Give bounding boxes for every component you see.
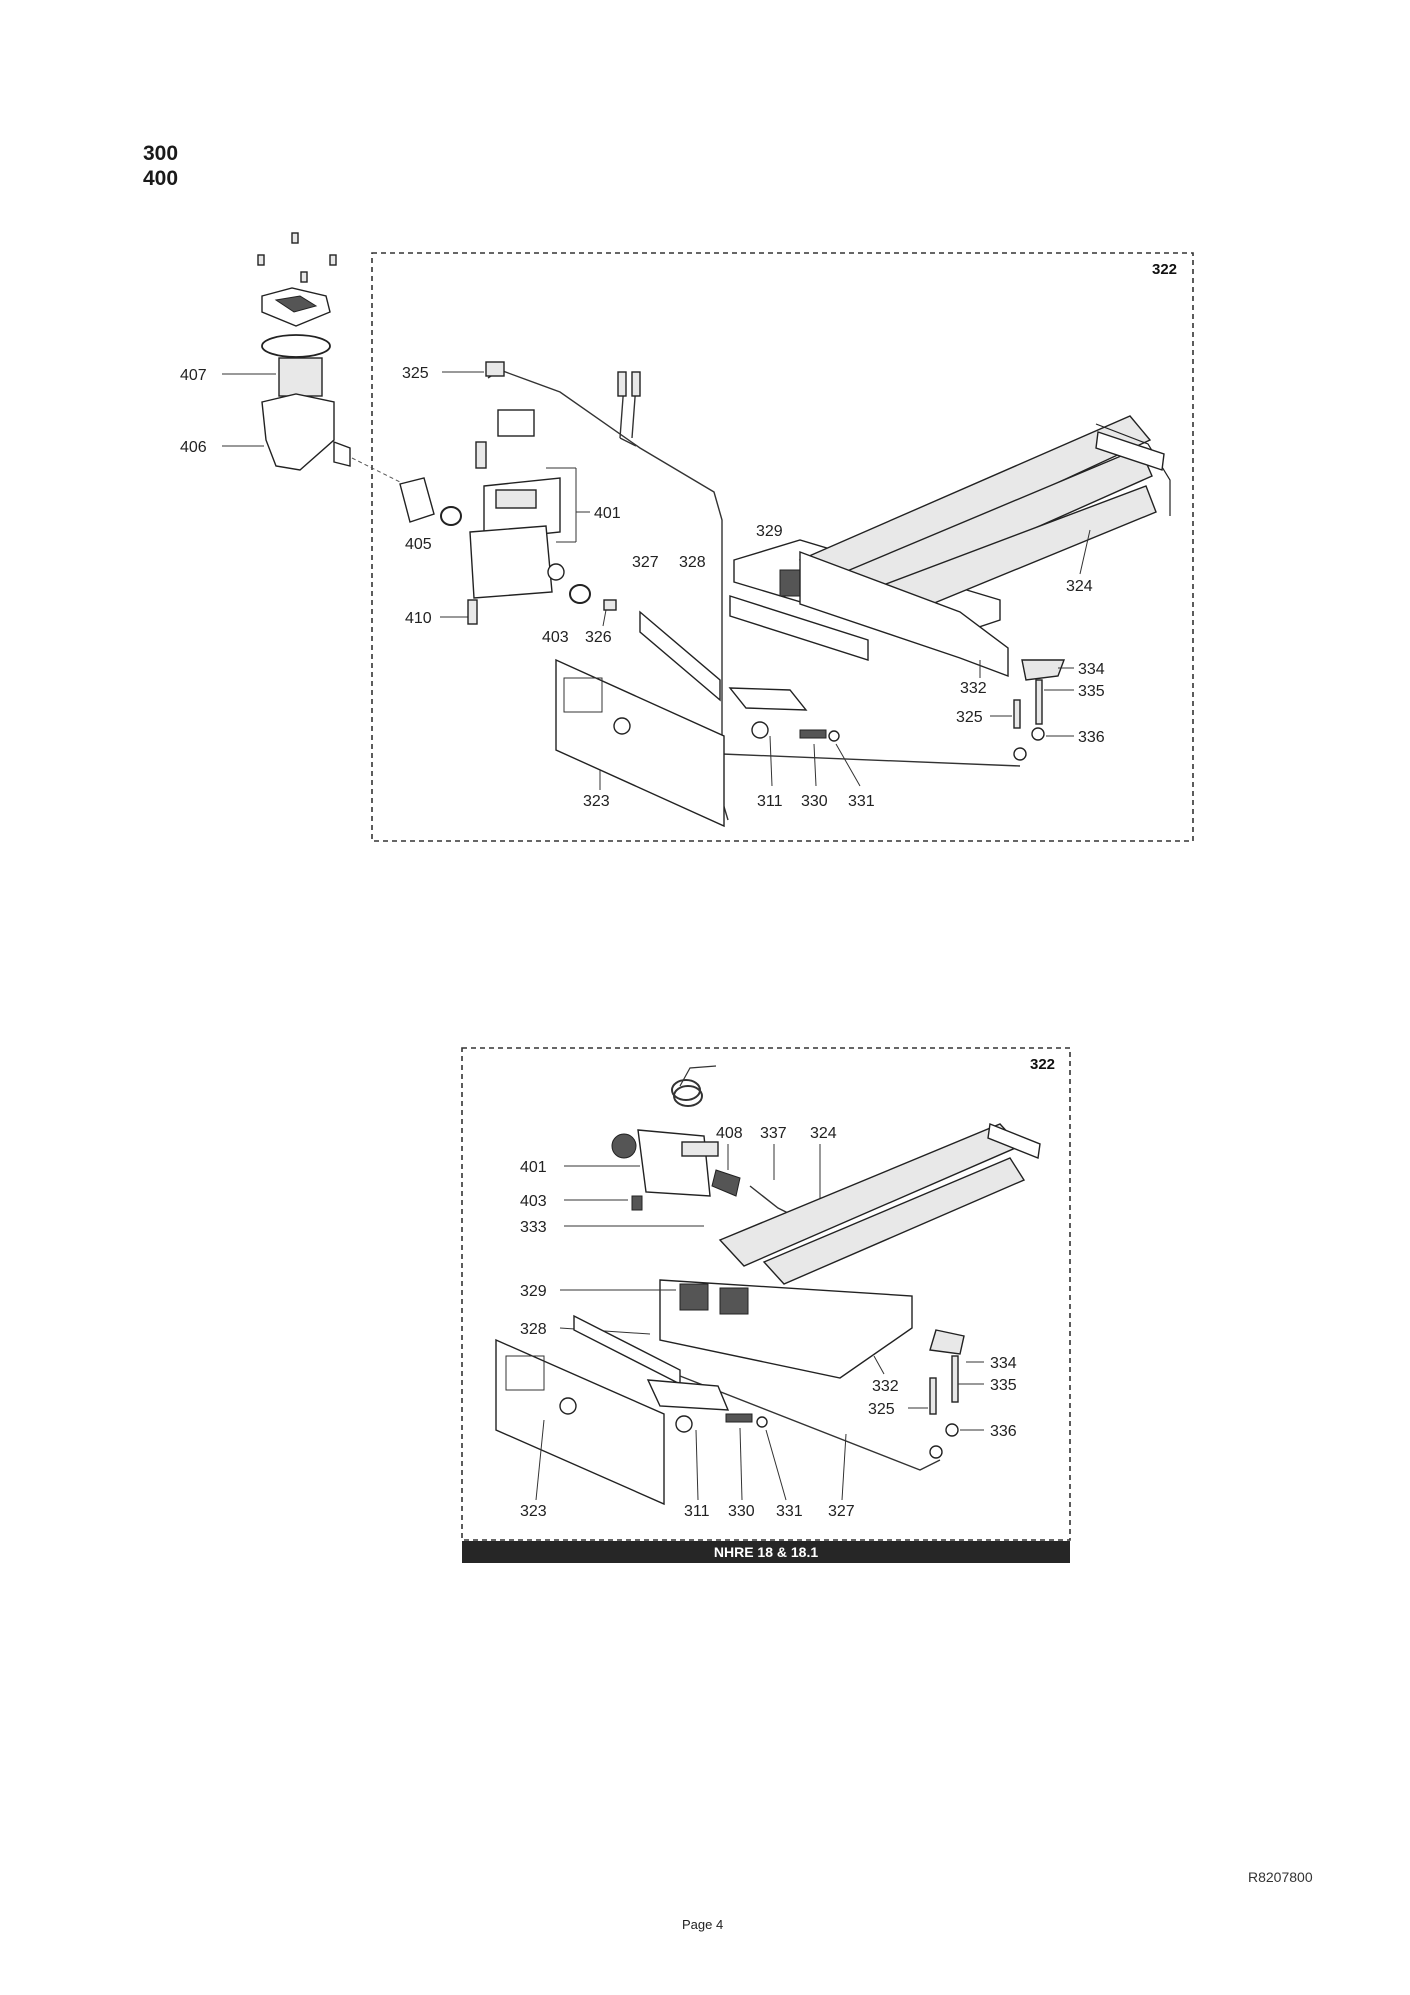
seal-ring-icon: [569, 584, 591, 604]
label-323-bottom: 323: [520, 1503, 547, 1520]
exploded-diagram-bottom: 322 401 403 333 408 337 324 332 329 328: [0, 1040, 1410, 1570]
burner-tubes-bottom: [718, 1123, 1026, 1285]
part-326: [603, 599, 617, 611]
part-408: [711, 1169, 741, 1197]
label-410: 410: [405, 610, 432, 627]
exploded-diagram-top: 322 407 406 405 410 401 403 326: [0, 0, 1410, 860]
label-327: 327: [632, 554, 659, 571]
label-405: 405: [405, 536, 432, 553]
label-334: 334: [1078, 661, 1105, 678]
label-325-bottom: 325: [956, 709, 983, 726]
part-410: [467, 599, 478, 625]
label-327-bottom: 327: [828, 1503, 855, 1520]
burner-tubes: [798, 415, 1171, 623]
label-336-bottom: 336: [990, 1423, 1017, 1440]
capillary-coil: [671, 1065, 717, 1107]
label-324-bottom: 324: [810, 1125, 837, 1142]
ignition-bracket-assembly: [639, 610, 840, 742]
label-403-bottom: 403: [520, 1193, 547, 1210]
label-330-bottom: 330: [728, 1503, 755, 1520]
label-408: 408: [716, 1125, 743, 1142]
label-332: 332: [960, 680, 987, 697]
page-number: Page 4: [682, 1917, 724, 1932]
section-heading-400: 400: [143, 167, 179, 190]
label-333: 333: [520, 1219, 547, 1236]
label-401: 401: [594, 505, 621, 522]
pilot-burner-assembly-bottom: [929, 1329, 965, 1459]
label-325-bottom-diagram: 325: [868, 1401, 895, 1418]
label-335: 335: [1078, 683, 1105, 700]
label-326: 326: [585, 629, 612, 646]
label-328: 328: [679, 554, 706, 571]
gas-valve-401-bottom: [611, 1129, 719, 1211]
section-heading-300: 300: [143, 142, 179, 165]
rear-bracket: [1095, 431, 1165, 471]
exploded-diagram-bottom-drawing: 322 401 403 333 408 337 324 332 329 328: [461, 1047, 1071, 1541]
label-330: 330: [801, 793, 828, 810]
exploded-diagram-top-drawing: 322 407 406 405 410 401 403 326: [180, 232, 1194, 842]
label-329-bottom: 329: [520, 1283, 547, 1300]
label-407: 407: [180, 367, 207, 384]
label-335-bottom: 335: [990, 1377, 1017, 1394]
label-311-bottom: 311: [684, 1503, 710, 1520]
ignition-bracket-assembly-bottom: [646, 1379, 768, 1433]
model-caption: NHRE 18 & 18.1: [462, 1541, 1070, 1563]
label-323: 323: [583, 793, 610, 810]
label-337: 337: [760, 1125, 787, 1142]
part-337: [749, 1185, 791, 1215]
label-331: 331: [848, 793, 875, 810]
label-332-bottom: 332: [872, 1378, 899, 1395]
group-label-322: 322: [1152, 261, 1177, 278]
document-reference: R8207800: [1248, 1869, 1313, 1885]
group-frame-322-bottom: [461, 1047, 1071, 1541]
group-label-322-bottom: 322: [1030, 1056, 1055, 1073]
group-frame-322: [371, 252, 1194, 842]
label-403: 403: [542, 629, 569, 646]
gas-valve-401: [469, 409, 565, 599]
burner-bracket-332: [799, 550, 1009, 678]
label-329: 329: [756, 523, 783, 540]
pilot-burner-assembly: [1013, 659, 1066, 761]
label-334-bottom: 334: [990, 1355, 1017, 1372]
label-401-bottom: 401: [520, 1159, 547, 1176]
filter-housing-assembly: [261, 287, 351, 471]
front-panel-323-bottom: [495, 1338, 665, 1506]
label-311: 311: [757, 793, 783, 810]
label-325-top: 325: [402, 365, 429, 382]
pilot-tube-327: [679, 1375, 941, 1471]
adaptor-405: [399, 477, 462, 526]
label-324: 324: [1066, 578, 1093, 595]
front-panel-323: [555, 658, 725, 828]
label-336: 336: [1078, 729, 1105, 746]
label-406: 406: [180, 439, 207, 456]
label-328-bottom: 328: [520, 1321, 547, 1338]
rear-bracket-bottom: [987, 1123, 1041, 1159]
label-331-bottom: 331: [776, 1503, 803, 1520]
screws: [257, 232, 337, 283]
